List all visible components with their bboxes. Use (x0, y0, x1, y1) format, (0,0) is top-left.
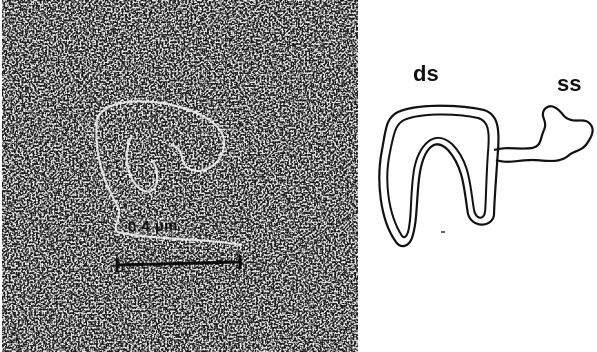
ds-loop-inner (387, 114, 488, 237)
ss-tail (494, 106, 593, 162)
molecule-schematic (368, 0, 597, 352)
molecule-diagram (368, 0, 597, 352)
ds-label: ds (413, 63, 439, 85)
micrograph-image (2, 0, 358, 352)
electron-micrograph (2, 0, 358, 352)
scale-bar-label: 0.4 µm (128, 217, 179, 236)
ss-label: ss (557, 73, 581, 95)
